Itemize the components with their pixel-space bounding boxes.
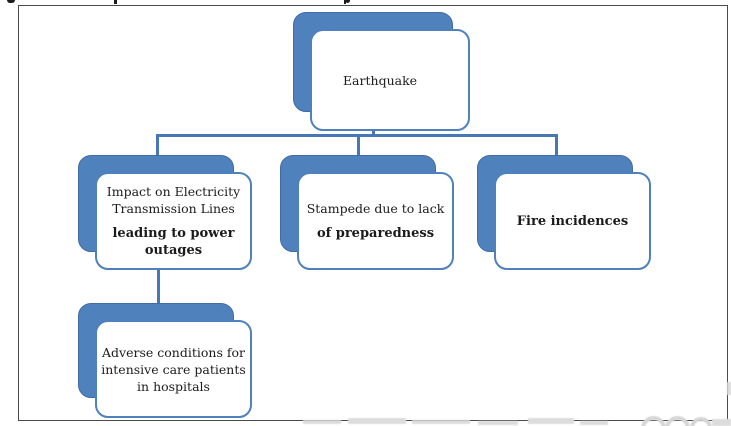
watermark-remnant: [528, 418, 574, 424]
node-text-line: Transmission Lines: [112, 201, 235, 216]
clipped-caption-remnant: [344, 0, 346, 4]
clipped-caption-remnant: [7, 0, 15, 3]
watermark-remnant: [727, 382, 731, 395]
connector-drop-impact: [156, 134, 159, 157]
watermark-remnant: [412, 420, 470, 424]
node-text-line: intensive care patients: [101, 361, 246, 377]
node-text-line: Earthquake: [342, 72, 418, 88]
node-text-line: of preparedness: [316, 226, 435, 241]
node-text-line: Fire incidences: [516, 213, 629, 229]
node-text-line: in hospitals: [137, 378, 210, 394]
clipped-caption-remnant: [114, 0, 117, 4]
watermark-remnant: [712, 419, 731, 426]
connector-impact-to-adverse: [157, 269, 160, 305]
clipped-caption-remnant: [346, 0, 350, 3]
watermark-remnant: [665, 416, 690, 426]
node-card: Adverse conditions for intensive care pa…: [95, 320, 252, 418]
node-text-line: outages: [144, 243, 203, 258]
watermark-remnant: [641, 416, 666, 426]
node-card: Impact on Electricity Transmission Lines…: [95, 172, 252, 270]
node-text-line: Stampede due to lack: [306, 201, 445, 216]
watermark-remnant: [348, 418, 406, 424]
node-card: Stampede due to lack of preparedness: [297, 172, 454, 270]
node-text-line: Impact on Electricity: [106, 184, 241, 199]
node-text-line: leading to power: [112, 226, 235, 241]
watermark-remnant: [303, 420, 341, 424]
node-text-line: Adverse conditions for: [102, 344, 245, 360]
connector-earthquake-stub: [372, 129, 375, 136]
connector-drop-stampede: [357, 134, 360, 157]
watermark-remnant: [690, 417, 712, 426]
watermark-remnant: [580, 421, 608, 425]
node-card: Earthquake: [310, 29, 470, 131]
watermark-remnant: [478, 421, 518, 425]
connector-drop-fire: [555, 134, 558, 157]
node-card: Fire incidences: [494, 172, 651, 270]
